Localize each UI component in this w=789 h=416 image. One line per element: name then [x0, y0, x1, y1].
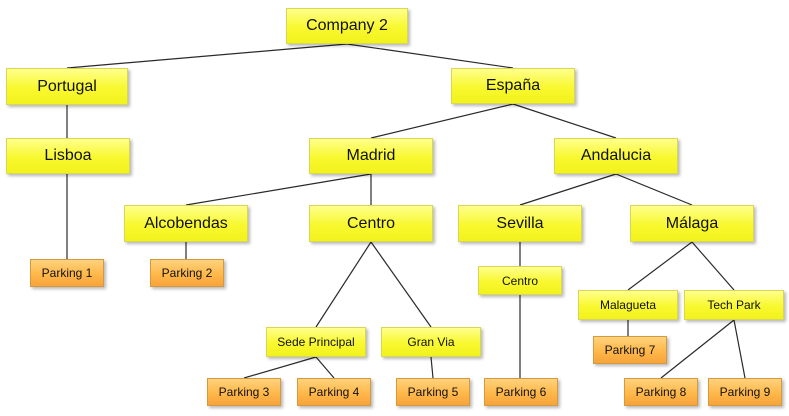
- node-alcobendas: Alcobendas: [124, 205, 248, 242]
- edge-sede-parking3: [243, 356, 317, 379]
- node-parking-7: Parking 7: [593, 336, 667, 364]
- node-alcobendas-label: Alcobendas: [144, 214, 228, 232]
- node-centro-sevilla-label: Centro: [501, 273, 539, 288]
- node-portugal: Portugal: [6, 68, 128, 105]
- node-parking-4: Parking 4: [297, 378, 371, 406]
- edge-company-portugal: [66, 43, 348, 69]
- node-parking-8: Parking 8: [624, 378, 698, 406]
- node-parking-9: Parking 9: [708, 378, 782, 406]
- node-company-2-label: Company 2: [306, 17, 388, 34]
- edge-centro-sede: [315, 241, 372, 328]
- node-lisboa: Lisboa: [6, 138, 130, 174]
- node-malagueta-label: Malagueta: [599, 298, 657, 312]
- node-madrid-label: Madrid: [346, 147, 396, 164]
- edge-sede-parking4: [315, 356, 335, 379]
- node-parking-1-label: Parking 1: [41, 266, 93, 280]
- edge-espana-andalucia: [512, 103, 617, 139]
- node-centro: Centro: [309, 205, 433, 242]
- edge-madrid-alcobendas: [185, 173, 372, 206]
- edge-andalucia-malaga: [615, 173, 693, 206]
- node-parking-9-label: Parking 9: [719, 385, 771, 399]
- node-tech-park: Tech Park: [684, 290, 784, 320]
- node-sevilla-label: Sevilla: [496, 214, 544, 232]
- node-madrid: Madrid: [309, 138, 433, 174]
- node-parking-4-label: Parking 4: [308, 385, 360, 399]
- edge-granvia-parking5: [430, 356, 434, 379]
- node-andalucia-label: Andalucia: [580, 147, 652, 164]
- edge-malaga-techpark: [691, 241, 735, 291]
- node-centro-sevilla: Centro: [478, 266, 562, 295]
- node-lisboa-label: Lisboa: [44, 147, 92, 164]
- node-malaga-label: Málaga: [665, 214, 719, 232]
- node-parking-3-label: Parking 3: [218, 385, 270, 399]
- node-parking-6: Parking 6: [484, 378, 558, 406]
- edge-centro-granvia: [370, 241, 432, 328]
- node-gran-via-label: Gran Via: [407, 335, 455, 349]
- node-espana-label: España: [485, 77, 541, 94]
- node-sede-principal: Sede Principal: [266, 327, 366, 357]
- node-centro-label: Centro: [346, 214, 396, 232]
- node-parking-7-label: Parking 7: [604, 343, 656, 357]
- node-parking-5: Parking 5: [396, 378, 470, 406]
- node-parking-1: Parking 1: [30, 259, 104, 287]
- node-company-2: Company 2: [286, 8, 408, 44]
- node-gran-via: Gran Via: [381, 327, 481, 357]
- edge-andalucia-sevilla: [519, 173, 617, 206]
- node-malaga: Málaga: [630, 205, 754, 242]
- node-parking-2-label: Parking 2: [161, 266, 213, 280]
- node-sede-principal-label: Sede Principal: [277, 335, 355, 349]
- edge-techpark-parking9: [733, 319, 746, 379]
- node-parking-3: Parking 3: [207, 378, 281, 406]
- node-andalucia: Andalucia: [554, 138, 678, 174]
- node-parking-2: Parking 2: [150, 259, 224, 287]
- edge-malaga-malagueta: [627, 241, 693, 291]
- edge-espana-madrid: [370, 103, 514, 139]
- node-espana: España: [451, 68, 575, 104]
- edge-techpark-parking8: [660, 319, 735, 379]
- node-parking-5-label: Parking 5: [407, 385, 459, 399]
- node-tech-park-label: Tech Park: [707, 298, 761, 312]
- node-malagueta: Malagueta: [578, 290, 678, 320]
- node-portugal-label: Portugal: [37, 77, 97, 95]
- node-sevilla: Sevilla: [458, 205, 582, 242]
- node-parking-8-label: Parking 8: [635, 385, 687, 399]
- edge-company-espana: [346, 43, 514, 69]
- node-parking-6-label: Parking 6: [495, 385, 547, 399]
